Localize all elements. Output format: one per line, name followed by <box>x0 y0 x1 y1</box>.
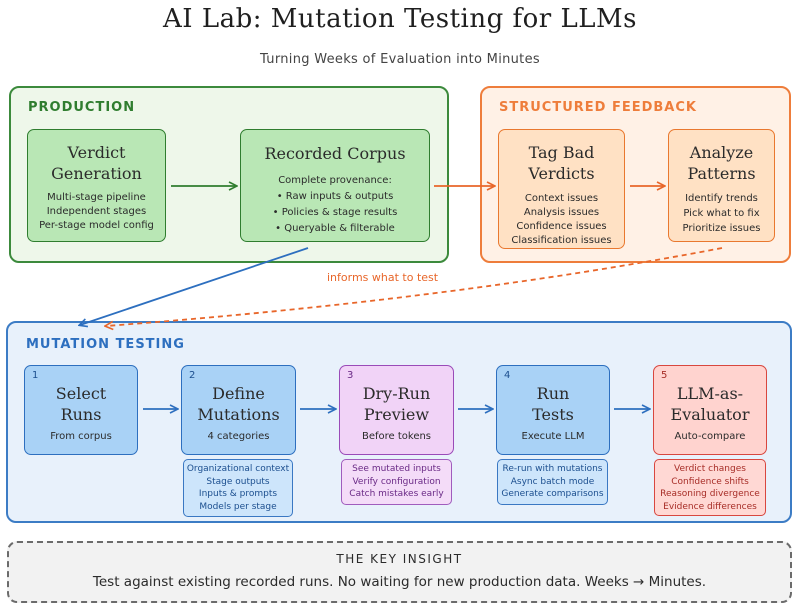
step-title-1: LLM-as- <box>676 384 744 403</box>
step-number: 1 <box>32 370 39 381</box>
step-title-2: Tests <box>532 405 574 424</box>
insight-text: Test against existing recorded runs. No … <box>92 574 707 590</box>
detail-line: Confidence shifts <box>671 476 749 487</box>
step-number: 2 <box>189 370 196 381</box>
corpus-line: • Raw inputs & outputs <box>276 191 394 202</box>
verdict-line: Per-stage model config <box>39 220 154 231</box>
analyze-title-2: Patterns <box>687 164 756 183</box>
verdict-generation-box: Verdict Generation Multi-stage pipeline … <box>27 129 166 242</box>
detail-line: Models per stage <box>199 501 277 512</box>
step-sub: 4 categories <box>207 431 270 442</box>
feedback-label: STRUCTURED FEEDBACK <box>499 100 697 115</box>
diagram-title: AI Lab: Mutation Testing for LLMs <box>163 4 637 34</box>
detail-line: Evidence differences <box>663 501 757 512</box>
analyze-title-1: Analyze <box>689 143 754 162</box>
step-details-box: Verdict changes Confidence shifts Reason… <box>654 459 766 516</box>
verdict-title-1: Verdict <box>67 143 126 162</box>
key-insight-box: THE KEY INSIGHT Test against existing re… <box>7 541 792 603</box>
step-sub: Execute LLM <box>521 431 585 442</box>
tag-title-1: Tag Bad <box>528 143 595 162</box>
recorded-corpus-box: Recorded Corpus Complete provenance: • R… <box>240 129 430 242</box>
corpus-line: • Queryable & filterable <box>275 223 395 234</box>
detail-line: Verdict changes <box>674 464 746 474</box>
corpus-line: • Policies & stage results <box>272 207 398 218</box>
tag-line: Confidence issues <box>516 221 607 232</box>
analyze-patterns-box: Analyze Patterns Identify trends Pick wh… <box>668 129 775 242</box>
step-title-2: Runs <box>60 405 102 424</box>
production-label: PRODUCTION <box>28 100 136 115</box>
step-sub: Before tokens <box>361 431 432 442</box>
step-define-mutations-box: 2 Define Mutations 4 categories <box>181 365 296 455</box>
step-title-1: Run <box>536 384 570 403</box>
step-details-box: Organizational context Stage outputs Inp… <box>183 459 293 517</box>
verdict-line: Independent stages <box>46 206 147 217</box>
step-title-1: Select <box>55 384 107 403</box>
verdict-line: Multi-stage pipeline <box>47 192 146 203</box>
tag-line: Context issues <box>524 193 599 204</box>
step-dry-run-preview-box: 3 Dry-Run Preview Before tokens <box>339 365 454 455</box>
insight-heading: THE KEY INSIGHT <box>336 552 463 566</box>
step-run-tests-box: 4 Run Tests Execute LLM <box>496 365 610 455</box>
detail-line: Inputs & prompts <box>198 489 278 499</box>
step-select-runs-box: 1 Select Runs From corpus <box>24 365 138 455</box>
tag-line: Analysis issues <box>523 207 600 218</box>
step-title-1: Define <box>212 384 265 403</box>
detail-line: Organizational context <box>186 464 290 474</box>
detail-line: See mutated inputs <box>352 464 441 474</box>
step-llm-evaluator-box: 5 LLM-as- Evaluator Auto-compare <box>653 365 767 455</box>
step-title-1: Dry-Run <box>362 384 431 403</box>
step-sub: From corpus <box>50 431 112 442</box>
step-number: 3 <box>347 370 354 381</box>
detail-line: Reasoning divergence <box>660 489 760 499</box>
step-number: 5 <box>661 370 668 381</box>
corpus-title: Recorded Corpus <box>264 144 406 163</box>
detail-line: Re-run with mutations <box>502 464 603 474</box>
tag-line: Classification issues <box>511 235 612 246</box>
tag-title-2: Verdicts <box>528 164 595 183</box>
analyze-line: Identify trends <box>685 193 758 204</box>
analyze-line: Pick what to fix <box>683 208 760 219</box>
step-title-2: Evaluator <box>670 405 750 424</box>
verdict-title-2: Generation <box>51 164 142 183</box>
detail-line: Verify configuration <box>352 476 441 487</box>
step-number: 4 <box>504 370 511 381</box>
mutation-label: MUTATION TESTING <box>26 337 185 352</box>
detail-line: Catch mistakes early <box>349 489 444 499</box>
step-details-box: Re-run with mutations Async batch mode G… <box>497 459 608 505</box>
detail-line: Stage outputs <box>206 476 270 487</box>
step-sub: Auto-compare <box>674 431 746 442</box>
step-title-2: Preview <box>363 405 430 424</box>
tag-bad-verdicts-box: Tag Bad Verdicts Context issues Analysis… <box>498 129 625 249</box>
step-details-box: See mutated inputs Verify configuration … <box>341 459 452 505</box>
detail-line: Async batch mode <box>510 476 595 487</box>
diagram-subtitle: Turning Weeks of Evaluation into Minutes <box>260 52 540 67</box>
detail-line: Generate comparisons <box>501 489 604 499</box>
analyze-line: Prioritize issues <box>682 223 761 234</box>
informs-label: informs what to test <box>327 271 439 284</box>
corpus-intro: Complete provenance: <box>278 175 392 186</box>
step-title-2: Mutations <box>197 405 280 424</box>
